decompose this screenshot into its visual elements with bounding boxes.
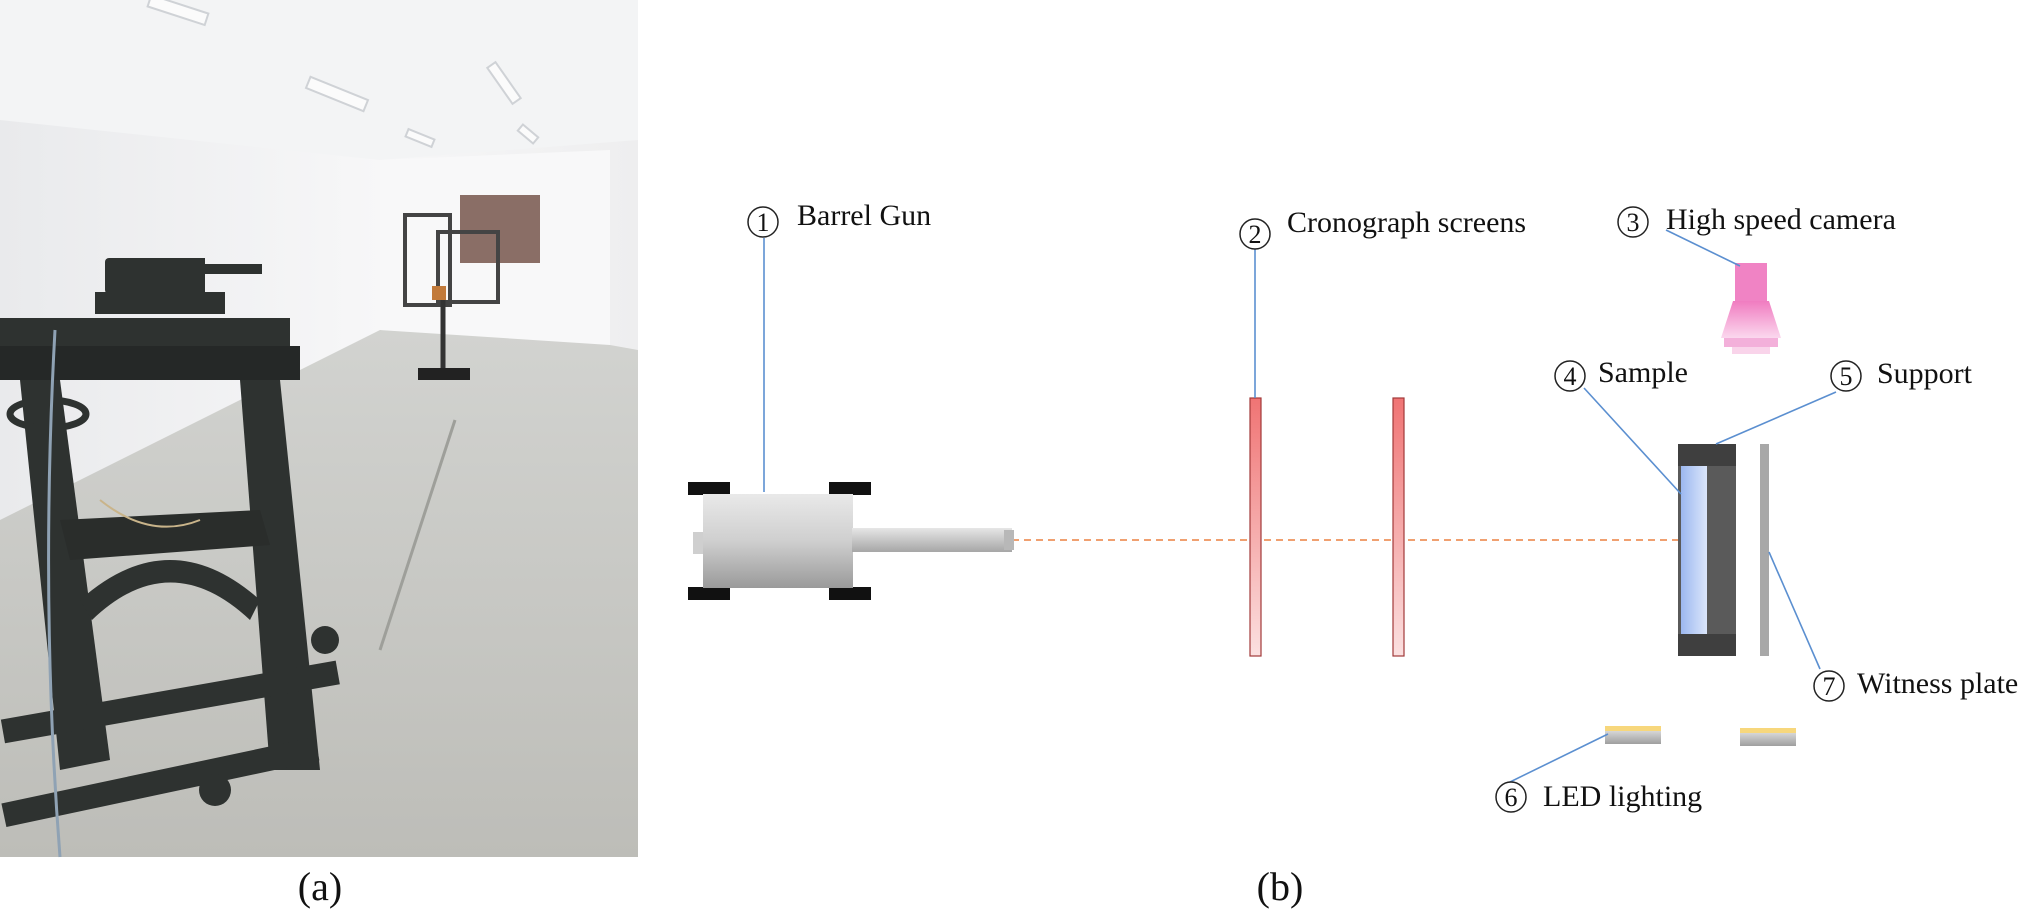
label-high-speed-camera: High speed camera [1666, 203, 1896, 236]
label-support: Support [1877, 357, 1973, 390]
callout-6: 6 LED lighting [1495, 780, 1702, 813]
label-cronograph-screens: Cronograph screens [1287, 206, 1526, 239]
witness-plate [1760, 444, 1769, 656]
svg-text:3: 3 [1627, 208, 1640, 237]
sample [1681, 466, 1707, 634]
high-speed-camera [1721, 263, 1781, 354]
panel-a-photo [0, 0, 638, 858]
svg-text:7: 7 [1823, 672, 1836, 701]
label-witness-plate: Witness plate [1857, 667, 2018, 700]
leader-lines [763, 229, 1837, 784]
svg-text:2: 2 [1249, 220, 1262, 249]
svg-text:5: 5 [1840, 362, 1853, 391]
ceiling-lights [146, 0, 540, 149]
barrel-gun [688, 482, 1014, 600]
callout-5: 5 Support [1830, 357, 1973, 392]
callout-7: 7 Witness plate [1813, 667, 2018, 702]
panel-a-caption: (a) [298, 864, 342, 909]
label-barrel-gun: Barrel Gun [797, 199, 931, 232]
sample-assembly [1678, 444, 1736, 656]
svg-text:4: 4 [1564, 362, 1577, 391]
callout-4: 4 Sample [1554, 356, 1688, 392]
callout-2: 2 Cronograph screens [1239, 206, 1526, 250]
svg-text:1: 1 [757, 208, 770, 237]
target-stand [403, 195, 540, 380]
callout-3: 3 High speed camera [1617, 203, 1896, 238]
gun-mount-machine [0, 258, 340, 827]
callout-1: 1 Barrel Gun [747, 199, 931, 238]
chronograph-screen-1 [1249, 397, 1262, 657]
label-led-lighting: LED lighting [1543, 780, 1702, 813]
chronograph-screen-2 [1392, 397, 1405, 657]
svg-text:6: 6 [1505, 783, 1518, 812]
led-light-2 [1740, 728, 1796, 746]
led-light-1 [1605, 726, 1661, 744]
panel-b-caption: (b) [1257, 864, 1304, 909]
label-sample: Sample [1598, 356, 1688, 389]
panel-b-schematic: 1 Barrel Gun 2 Cronograph screens 3 High… [688, 199, 2018, 813]
